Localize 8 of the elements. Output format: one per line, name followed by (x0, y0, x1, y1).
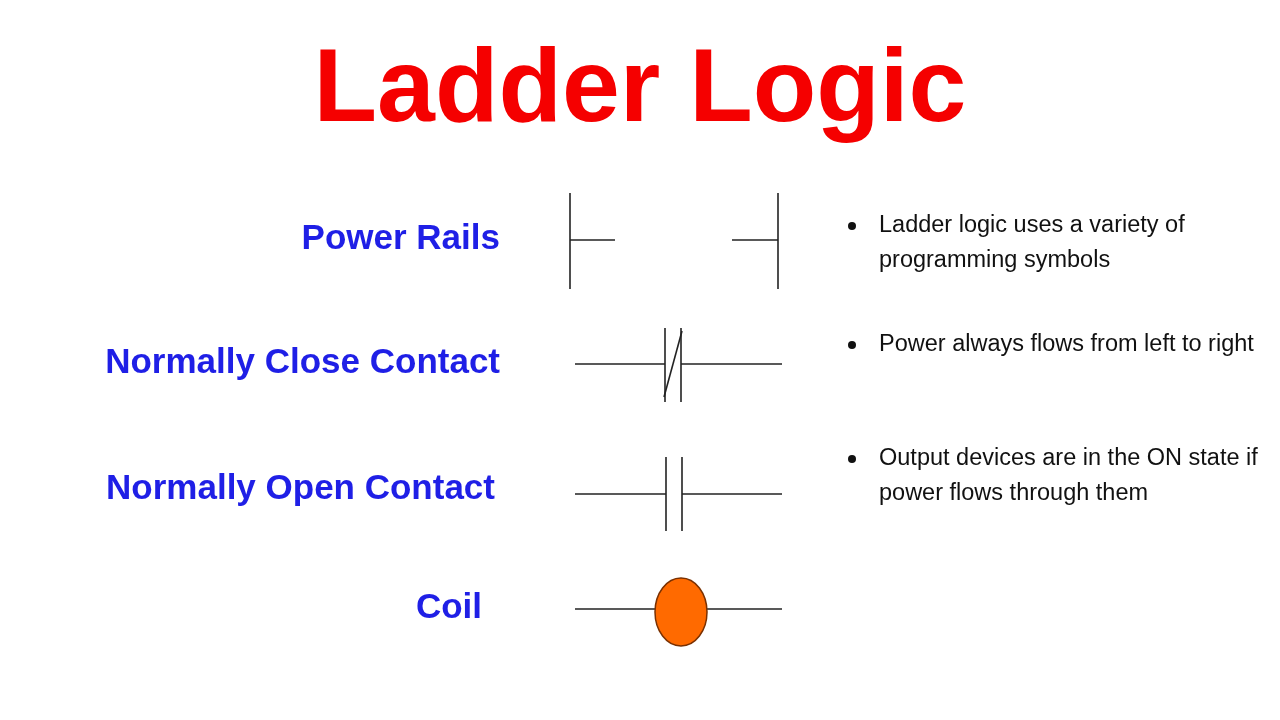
symbol-name: Power Rails (301, 217, 500, 257)
symbol-name: Normally Close Contact (105, 341, 500, 381)
title: Ladder Logic (312, 28, 968, 143)
bullet-text: Output devices are in the ON state if power flows through them (879, 443, 1259, 508)
symbol-name: Normally Open Contact (106, 467, 495, 507)
symbol-name: Coil (415, 586, 482, 626)
bullet-text: Ladder logic uses a variety of programming symbols (879, 210, 1186, 275)
bullet-text: Power always flows from left to right (879, 329, 1255, 358)
